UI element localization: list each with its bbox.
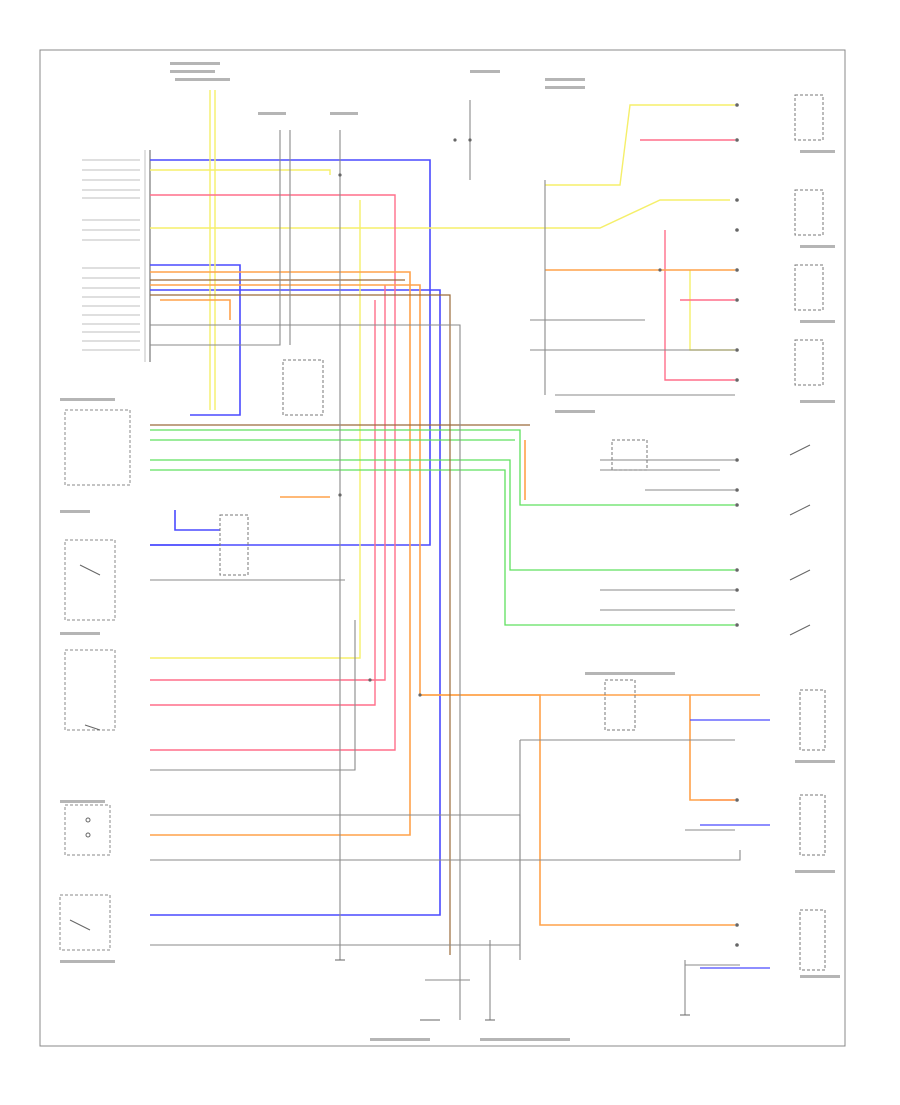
ground-symbols [335, 959, 690, 1021]
connector-dots [338, 103, 739, 947]
wire-orange [150, 269, 760, 926]
wire-yellow [150, 90, 735, 659]
left-module-connector [144, 150, 151, 362]
diagram-border [39, 49, 846, 1047]
center-relay [219, 359, 648, 731]
switch-symbols-left [69, 564, 101, 931]
right-switch-contacts [789, 444, 811, 636]
wire-green [150, 429, 735, 626]
left-module-box [59, 409, 131, 951]
wire-gray [150, 100, 741, 1020]
right-switch-boxes [794, 94, 826, 971]
illegible-label-marks [60, 62, 840, 1041]
left-connector-pin-labels [82, 159, 140, 351]
wire-blue-main [150, 159, 441, 916]
wire-blue-right [690, 719, 770, 969]
wire-red [150, 139, 735, 801]
